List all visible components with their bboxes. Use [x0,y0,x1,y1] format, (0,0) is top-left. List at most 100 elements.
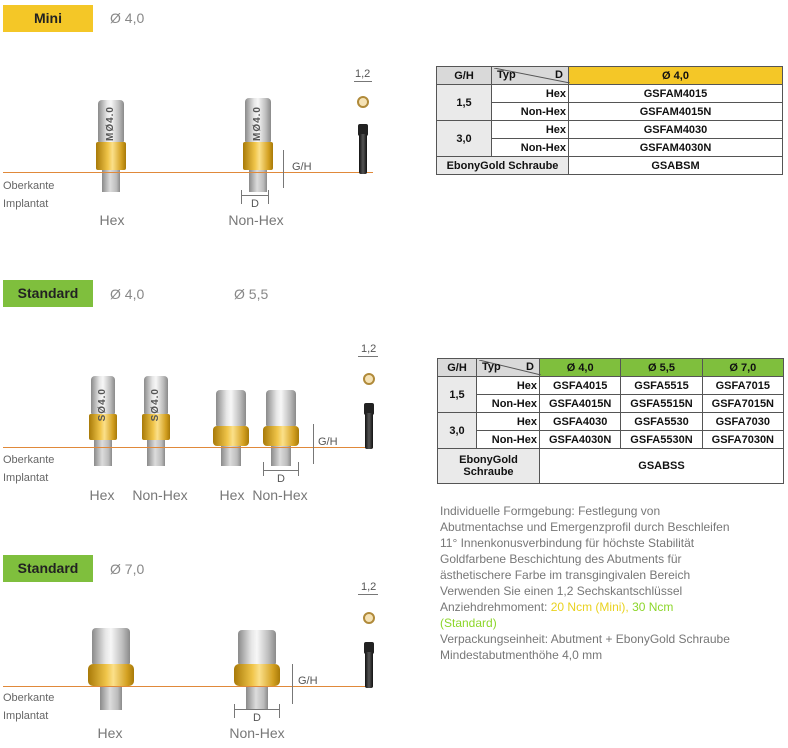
gh-dimension-label: G/H [298,675,318,687]
type-nonhex: Non-Hex [476,394,540,413]
gh-dimension-label: G/H [318,436,338,448]
hex-socket-icon [357,96,369,108]
mini-hex-abutment: MØ4.0 [96,100,126,192]
standard-badge-70: Standard [3,555,93,582]
diameter-header-40: Ø 4,0 [538,358,622,377]
mini-spec-table: G/H Typ D Ø 4,0 1,5 Hex GSFAM4015 Non-He… [436,66,783,175]
article-number: GSFAM4030N [568,138,783,157]
type-nonhex: Non-Hex [491,138,569,157]
article-number: GSFA7030 [701,412,785,431]
implant-top-line [3,447,373,448]
note-line: Verpackungseinheit: Abutment + EbonyGold… [440,632,730,646]
d-dimension-tick [268,190,269,204]
d-dimension-tick [263,462,264,476]
d-dimension-line [234,709,280,710]
implant-top-line [3,686,373,687]
implant-top-line [3,172,373,173]
article-number: GSFA4015 [538,376,622,395]
article-number: GSFA5530N [620,430,703,449]
article-number: GSFAM4030 [568,120,783,139]
screw-size-label: 1,2 [355,68,371,80]
type-hex: Hex [476,376,540,395]
standard-spec-table: G/H Typ D Ø 4,0 Ø 5,5 Ø 7,0 1,5 Hex GSFA… [437,358,785,484]
std-nonhex-abutment-55 [263,390,299,466]
mini-hex-label: Hex [99,212,125,228]
d-dimension-tick [279,704,280,718]
screw-head [364,642,374,654]
d-label: D [555,69,563,81]
standard-badge: Standard [3,280,93,307]
gh-header: G/H [437,358,477,377]
screw-article-number: GSABSS [539,448,784,484]
screw-article-number: GSABSM [568,156,783,175]
type-nonhex: Non-Hex [491,102,569,121]
screw-size-label: 1,2 [361,343,377,355]
type-hex: Hex [491,120,569,139]
std70-nonhex-label: Non-Hex [229,725,285,741]
type-hex: Hex [476,412,540,431]
std70-nonhex-abutment [234,630,280,710]
gh-value: 3,0 [436,120,492,157]
standard-diameter-55: Ø 5,5 [234,286,269,302]
mini-nonhex-abutment: MØ4.0 [243,98,273,192]
typ-label: Typ [482,361,501,373]
gh-dimension-line [292,664,293,704]
note-line: Mindestabutmenthöhe 4,0 mm [440,648,603,662]
article-number: GSFA7015N [701,394,785,413]
std-nonhex-label-55: Non-Hex [252,487,308,503]
std-hex-abutment-4: SØ4.0 [89,376,117,466]
d-dimension-tick [234,704,235,718]
std-hex-abutment-55 [213,390,249,466]
article-number: GSFA5515 [620,376,703,395]
mini-nonhex-label: Non-Hex [228,212,284,228]
gh-dimension-label: G/H [292,161,312,173]
article-number: GSFA7015 [701,376,785,395]
d-dimension-label: D [277,473,285,485]
std-nonhex-label-4: Non-Hex [132,487,188,503]
screw-icon [359,134,367,174]
d-dimension-tick [298,462,299,476]
note-line: Individuelle Formgebung: Festlegung von … [440,504,730,534]
std-hex-label-4: Hex [89,487,115,503]
typ-d-header: Typ D [476,358,541,377]
gh-value: 1,5 [436,84,492,121]
screw-label: EbonyGold Schraube [436,156,569,175]
mini-diameter: Ø 4,0 [110,10,145,26]
diameter-header: Ø 4,0 [568,66,783,85]
screw-head [358,124,368,136]
note-torque: Anziehdrehmoment: 20 Ncm (Mini), 30 Ncm … [440,600,674,630]
diameter-header-55: Ø 5,5 [620,358,703,377]
d-dimension-line [241,195,269,196]
mini-badge: Mini [3,5,93,32]
std70-hex-abutment [88,628,134,710]
std-hex-label-55: Hex [219,487,245,503]
abutment-marking: SØ4.0 [150,388,161,422]
screw-size-label: 1,2 [361,581,377,593]
screw-head [364,403,374,415]
note-line: 11° Innenkonusverbindung für höchste Sta… [440,536,695,550]
hex-socket-icon [363,373,375,385]
screw-size-line [358,594,378,595]
type-hex: Hex [491,84,569,103]
d-dimension-tick [241,190,242,204]
screw-icon [365,413,373,449]
typ-d-header: Typ D [491,66,570,85]
article-number: GSFA4030N [538,430,622,449]
gh-dimension-line [313,424,314,464]
gh-value: 1,5 [437,376,477,413]
d-dimension-label: D [251,198,259,210]
article-number: GSFA5515N [620,394,703,413]
d-label: D [526,361,534,373]
gh-dimension-line [283,150,284,188]
note-line: Verwenden Sie einen 1,2 Sechskantschlüss… [440,584,683,598]
article-number: GSFA5530 [620,412,703,431]
note-line: Goldfarbene Beschichtung des Abutments f… [440,552,691,582]
standard-diameter-4: Ø 4,0 [110,286,145,302]
diameter-header-70: Ø 7,0 [701,358,785,377]
std-nonhex-abutment-4: SØ4.0 [142,376,170,466]
hex-socket-icon [363,612,375,624]
